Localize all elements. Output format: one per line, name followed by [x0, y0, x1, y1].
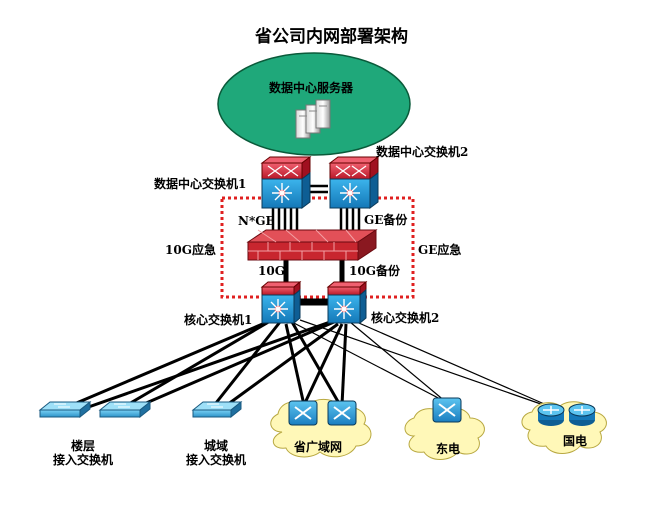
link-ge-backup-label: GE备份 [364, 213, 408, 227]
state-router-1-icon [537, 403, 565, 426]
link-10g-backup-label: 10G备份 [349, 264, 400, 278]
east-cloud-label: 东电 [436, 442, 461, 456]
core-switch-2-label: 核心交换机2 [371, 311, 440, 325]
core-switch-1-icon [260, 280, 302, 325]
wan-router-2-icon [327, 400, 357, 426]
server-icon [295, 99, 331, 139]
state-router-2-icon [568, 403, 596, 426]
floor-access-line2: 接入交换机 [52, 453, 113, 467]
firewall-icon [246, 229, 378, 261]
link-nge-label: N*GE [238, 214, 275, 228]
state-cloud-label: 国电 [563, 434, 588, 448]
east-router-icon [432, 397, 462, 423]
dc-switch-1-icon [260, 156, 312, 209]
core-switch-2-icon [326, 280, 368, 325]
dc-firewall-links [271, 208, 361, 230]
access-switch-2-icon [98, 400, 152, 419]
dc-switch-interconnect [309, 184, 328, 194]
access-links [59, 318, 559, 412]
link-10g-label: 10G [258, 264, 285, 278]
page-title: 省公司内网部署架构 [255, 27, 408, 47]
core-switch-1-label: 核心交换机1 [184, 313, 253, 327]
dc-switch-2-icon [328, 156, 380, 209]
emergency-link-boundary [220, 196, 415, 299]
datacenter-ellipse [217, 52, 411, 156]
east-cloud [404, 407, 485, 460]
access-switch-1-icon [38, 400, 92, 419]
datacenter-label: 数据中心服务器 [269, 81, 354, 95]
wan-router-1-icon [288, 400, 318, 426]
floor-access-label: 楼层 接入交换机 [43, 439, 123, 467]
link-emergency-10g-label: 10G应急 [165, 243, 216, 257]
wan-cloud-label: 省广域网 [294, 440, 343, 454]
city-access-line1: 城域 [203, 439, 228, 453]
firewall-core-links [283, 258, 345, 282]
dc-switch-2-label: 数据中心交换机2 [376, 145, 469, 159]
link-emergency-ge-label: GE应急 [418, 243, 462, 257]
floor-access-line1: 楼层 [70, 439, 95, 453]
city-access-label: 城域 接入交换机 [176, 439, 256, 467]
dc-switch-1-label: 数据中心交换机1 [154, 177, 247, 191]
access-switch-3-icon [191, 400, 243, 419]
city-access-line2: 接入交换机 [185, 453, 246, 467]
